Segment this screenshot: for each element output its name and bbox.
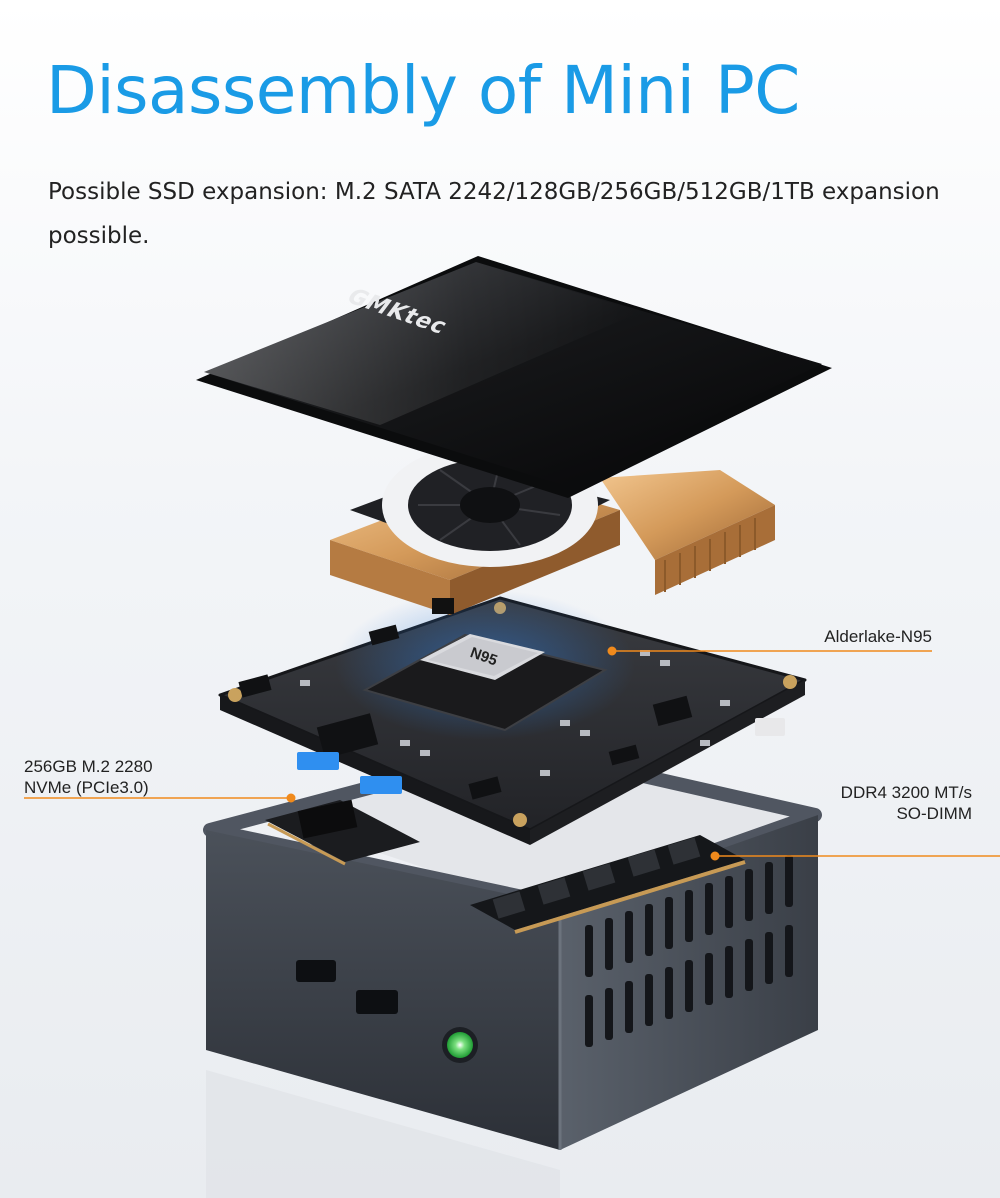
board-usb-port-1 [297, 752, 339, 770]
callout-ssd-line2: NVMe (PCIe3.0) [24, 778, 149, 797]
ram-module [470, 835, 746, 934]
callout-ssd-line1: 256GB M.2 2280 [24, 757, 153, 776]
exploded-mini-pc-illustration: N95 [24, 256, 1000, 1198]
callout-lines [24, 646, 1000, 861]
motherboard: N95 [218, 590, 807, 845]
callout-ram-line1: DDR4 3200 MT/s [840, 783, 972, 802]
callout-ram-line2: SO-DIMM [896, 804, 972, 823]
page-title: Disassembly of Mini PC [46, 52, 800, 129]
power-button-icon [447, 1032, 473, 1058]
callout-ssd: 256GB M.2 2280 NVMe (PCIe3.0) [24, 756, 153, 798]
callout-ram: DDR4 3200 MT/s SO-DIMM [841, 782, 972, 824]
board-usb-port-2 [360, 776, 402, 794]
top-lid: GMKtec [196, 256, 832, 498]
front-usb-port-2 [356, 990, 398, 1014]
ssd-module [265, 799, 420, 866]
callout-cpu: Alderlake-N95 [824, 627, 932, 646]
page-subtitle: Possible SSD expansion: M.2 SATA 2242/12… [48, 179, 940, 249]
front-usb-port-1 [296, 960, 336, 982]
